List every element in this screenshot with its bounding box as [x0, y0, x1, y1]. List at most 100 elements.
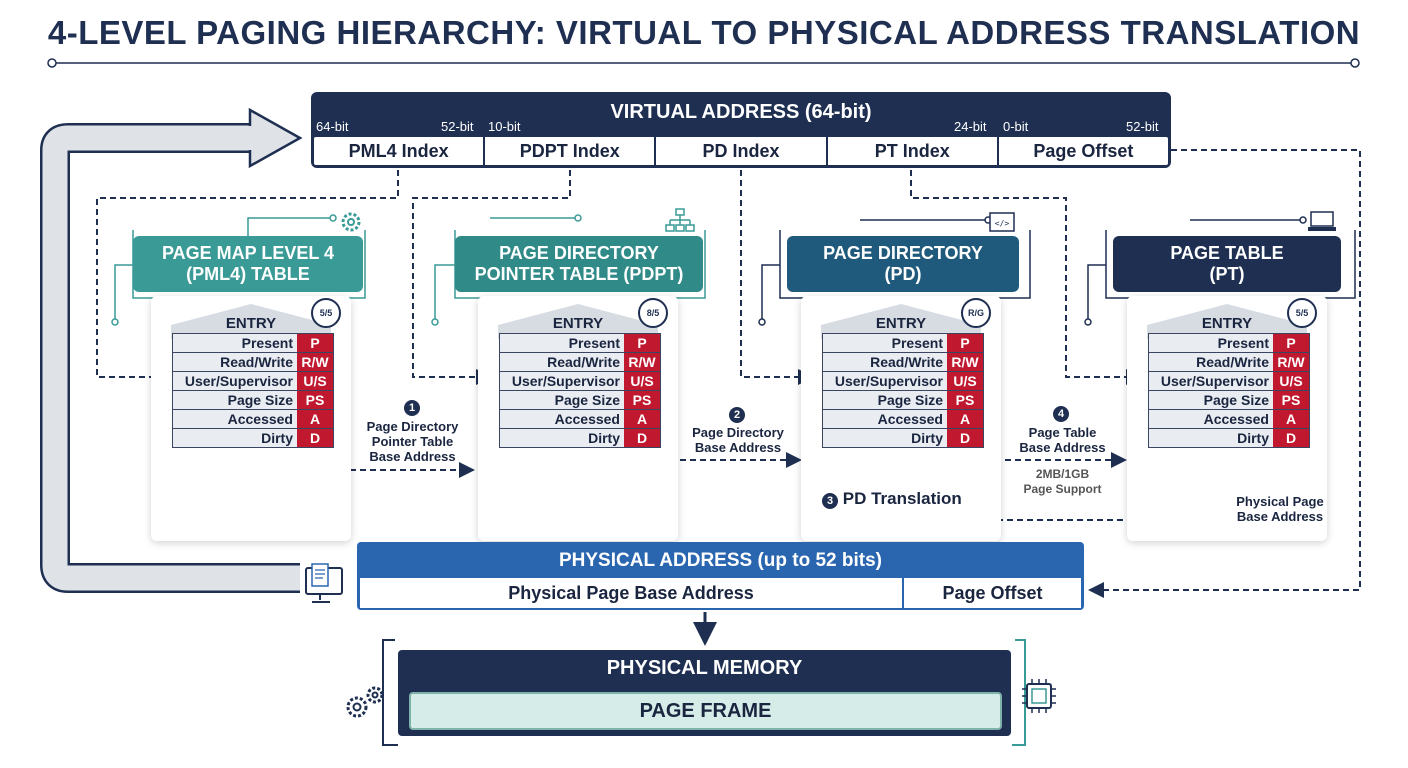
bit-label: 52-bit: [441, 119, 474, 134]
entry-flag: R/W: [624, 353, 660, 371]
entry-flag: P: [1273, 334, 1309, 352]
step-3-label: 3 PD Translation: [822, 489, 962, 509]
entry-title: ENTRY: [225, 315, 277, 332]
gears-icon: [346, 686, 384, 718]
entry-flag: R/W: [947, 353, 983, 371]
entry-name: User/Supervisor: [173, 372, 297, 390]
physical-page-offset-field: Page Offset: [942, 583, 1043, 603]
laptop-icon: [1308, 211, 1336, 231]
page-offset-field: Page Offset: [1033, 141, 1134, 161]
pml4-index-field: PML4 Index: [314, 137, 486, 165]
entry-name: User/Supervisor: [500, 372, 624, 390]
bit-label: 10-bit: [488, 119, 521, 134]
physical-address-fields: Physical Page Base Address Page Offset: [360, 578, 1081, 608]
pd-index-field: PD Index: [656, 137, 828, 165]
entry-flag: R/W: [297, 353, 333, 371]
step-1-badge: 1: [404, 398, 420, 416]
entry-flag: U/S: [1273, 372, 1309, 390]
entry-name: Present: [823, 334, 947, 352]
virtual-address-block: VIRTUAL ADDRESS (64-bit) 64-bit 52-bit 1…: [311, 92, 1171, 168]
code-window-icon: </>: [989, 212, 1015, 232]
document-monitor-icon: [305, 563, 343, 603]
entry-flag: A: [624, 410, 660, 428]
magnifier-icon: 5/5: [311, 298, 341, 328]
entry-name: Read/Write: [823, 353, 947, 371]
entry-flag: PS: [1273, 391, 1309, 409]
entry-flag: P: [624, 334, 660, 352]
physical-page-base-field: Physical Page Base Address: [360, 578, 904, 608]
hierarchy-icon: [665, 208, 695, 232]
magnifier-icon: 8/5: [638, 298, 668, 328]
bit-label: 24-bit: [954, 119, 987, 134]
entry-name: Dirty: [173, 429, 297, 447]
entry-flag: U/S: [624, 372, 660, 390]
step-4-badge: 4: [1053, 404, 1069, 422]
bit-label: 0-bit: [1003, 119, 1029, 134]
pml4-table-header: PAGE MAP LEVEL 4(PML4) TABLE: [133, 236, 363, 292]
entry-name: Page Size: [500, 391, 624, 409]
entry-flag: D: [1273, 429, 1309, 447]
physical-memory-title: PHYSICAL MEMORY: [606, 657, 803, 679]
entry-title: ENTRY: [552, 315, 604, 332]
entry-flag: D: [297, 429, 333, 447]
entry-flag: D: [947, 429, 983, 447]
gears-icon: [341, 212, 361, 232]
entry-name: Read/Write: [1149, 353, 1273, 371]
entry-name: Page Size: [1149, 391, 1273, 409]
page-title: 4-LEVEL PAGING HIERARCHY: VIRTUAL TO PHY…: [47, 14, 1361, 51]
entry-name: Page Size: [173, 391, 297, 409]
entry-flag: D: [624, 429, 660, 447]
entry-title: ENTRY: [875, 315, 927, 332]
entry-flag: A: [297, 410, 333, 428]
physical-address-block: PHYSICAL ADDRESS (up to 52 bits) Physica…: [357, 542, 1084, 610]
entry-flag: PS: [297, 391, 333, 409]
entry-name: Dirty: [823, 429, 947, 447]
entry-flag: A: [947, 410, 983, 428]
entry-flag: PS: [624, 391, 660, 409]
entry-flag: PS: [947, 391, 983, 409]
pt-index-field: PT Index: [828, 137, 999, 165]
chip-icon: [1022, 679, 1056, 713]
entry-name: User/Supervisor: [823, 372, 947, 390]
entry-name: Present: [500, 334, 624, 352]
pt-table-header: PAGE TABLE(PT): [1113, 236, 1341, 292]
entry-name: Dirty: [500, 429, 624, 447]
entry-name: Page Size: [823, 391, 947, 409]
entry-name: Dirty: [1149, 429, 1273, 447]
entry-flag: U/S: [297, 372, 333, 390]
entry-name: Accessed: [1149, 410, 1273, 428]
